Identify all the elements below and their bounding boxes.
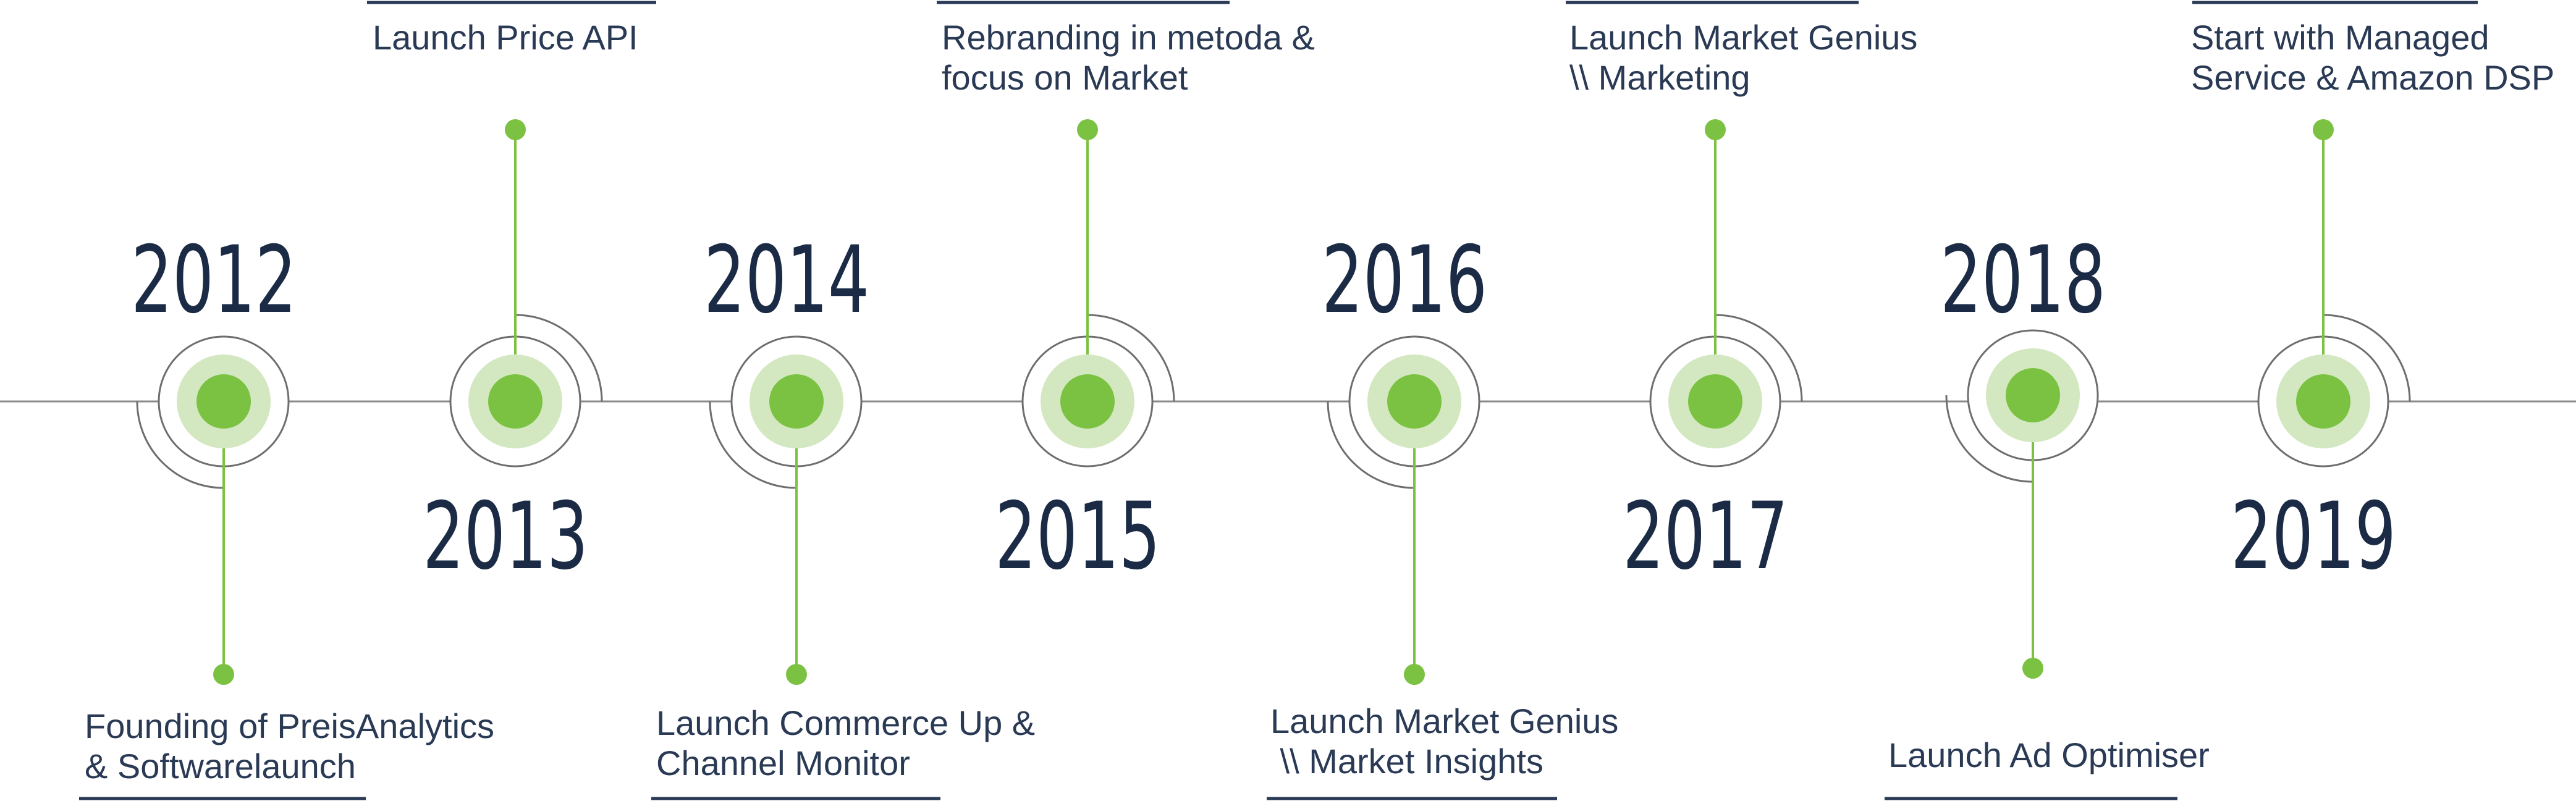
milestone-label: Rebranding in metoda &focus on Market [942, 18, 1315, 97]
milestone-label: Launch Market Genius\\ Marketing [1569, 18, 1917, 97]
quarter-arc [1945, 395, 2033, 483]
center-dot [2296, 374, 2350, 429]
connector-end-dot [2022, 658, 2043, 679]
milestone-label: Launch Ad Optimiser [1888, 736, 2210, 774]
milestone-label: Launch Commerce Up &Channel Monitor [656, 703, 1035, 782]
connector-end-dot [786, 664, 807, 685]
milestone-label-line: Rebranding in metoda & [942, 18, 1315, 57]
connector-end-dot [1404, 664, 1425, 685]
milestone-label-line: \\ Marketing [1569, 58, 1750, 97]
center-dot [1387, 374, 1442, 429]
milestone-2015: 2015 Rebranding in metoda &focus on Marke… [937, 1, 1315, 590]
milestone-label-line: focus on Market [942, 58, 1188, 97]
milestone-label-line: Service & Amazon DSP [2191, 58, 2554, 97]
milestone-label: Launch Price API [373, 18, 638, 57]
year-label: 2019 [2231, 482, 2396, 590]
center-dot [1060, 374, 1115, 429]
connector-end-dot [505, 119, 526, 140]
milestone-2013: 2013 Launch Price API [367, 1, 656, 590]
connector-end-dot [2313, 119, 2334, 140]
connector-end-dot [1077, 119, 1098, 140]
year-label: 2018 [1940, 226, 2106, 334]
year-label: 2012 [131, 226, 297, 334]
year-label: 2013 [423, 482, 588, 590]
milestone-label-line: Start with Managed [2191, 18, 2489, 57]
quarter-arc [709, 401, 797, 489]
quarter-arc [1715, 314, 1803, 402]
milestone-label-line: Founding of PreisAnalytics [85, 707, 494, 745]
year-label: 2014 [704, 226, 869, 334]
quarter-arc [1327, 401, 1415, 489]
quarter-arc [136, 401, 224, 489]
milestone-label-line: Launch Market Genius [1569, 18, 1917, 57]
year-label: 2016 [1322, 226, 1487, 334]
connector-end-dot [1705, 119, 1726, 140]
milestone-label: Launch Market Genius \\ Market Insights [1270, 702, 1618, 781]
center-dot [1688, 374, 1742, 429]
center-dot [2006, 368, 2060, 422]
milestone-label: Founding of PreisAnalytics& Softwarelaun… [85, 707, 494, 786]
milestone-label-line: Launch Price API [373, 18, 638, 57]
quarter-arc [2323, 314, 2411, 402]
quarter-arc [515, 314, 603, 402]
year-label: 2017 [1623, 482, 1788, 590]
milestone-label-line: & Softwarelaunch [85, 747, 356, 786]
milestone-label-line: Launch Commerce Up & [656, 703, 1035, 742]
milestone-label-line: Channel Monitor [656, 744, 910, 782]
center-dot [196, 374, 251, 429]
milestone-label-line: Launch Market Genius [1270, 702, 1618, 740]
milestone-label-line: Launch Ad Optimiser [1888, 736, 2210, 774]
quarter-arc [1087, 314, 1175, 402]
milestone-label-line: \\ Market Insights [1270, 742, 1543, 781]
connector-end-dot [213, 664, 234, 685]
year-label: 2015 [995, 482, 1160, 590]
milestone-2017: 2017 Launch Market Genius\\ Marketing [1566, 1, 1917, 590]
center-dot [488, 374, 543, 429]
center-dot [769, 374, 824, 429]
